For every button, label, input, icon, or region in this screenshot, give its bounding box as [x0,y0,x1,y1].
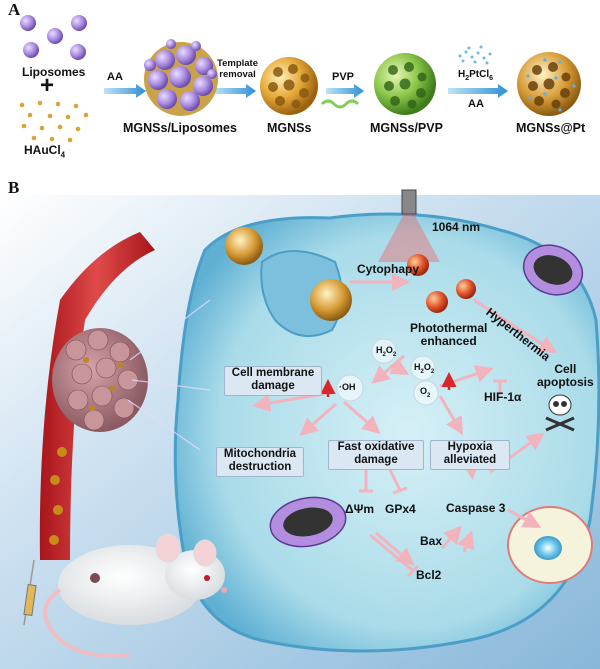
arrow-aa2-label: AA [468,98,484,110]
panel-b-letter: B [8,178,20,197]
heated-nanoparticles [407,254,476,313]
glow-lines [127,299,211,451]
oxygen-label: O2 [420,386,431,399]
h2ptcl6-dots [458,45,492,65]
plus-sign: + [40,72,55,99]
hif1a-label: HIF-1α [484,390,522,404]
laser-emitter-icon [378,189,440,262]
syringe-icon [23,559,37,626]
panel-a-graphics [19,15,581,143]
panel-a-letter: A [8,0,21,19]
bax-label: Bax [420,534,443,548]
mitochondrion-bottom-left-icon [269,496,347,548]
stage-mgnss-pvp-label: MGNSs/PVP [370,121,443,135]
panel-a-arrows [104,84,508,98]
gpx4-label: GPx4 [385,502,416,516]
mitochondrion-top-right-icon [522,244,584,296]
skull-icon [545,394,575,432]
mgnss-pvp-particle [374,53,436,115]
liposomes-label: Liposomes [22,65,86,79]
cytophagy-label: Cytophapy [357,262,420,276]
mgnss-pt-in-cell [225,227,352,321]
h2o2-label-right: H2O2 [414,362,435,375]
inhibition-lines [359,379,507,578]
mgnss-liposomes-particle [144,39,218,116]
mouse-icon [43,533,227,658]
arrow-pvp-label: PVP [332,71,355,83]
bcl2-label: Bcl2 [416,568,442,582]
tumor-mass [52,328,148,432]
liposome-spheres [20,15,87,60]
vessel-nanoparticles [49,447,67,545]
arrow-h2ptcl6-label: H2PtCl6 [458,69,494,82]
molecule-circles [336,338,439,406]
mgnss-particle [260,57,318,115]
red-increase-arrows [320,372,457,397]
stage-mgnss-pt-label: MGNSs@Pt [516,121,586,135]
laser-label: 1064 nm [432,220,481,234]
arrow-aa-label: AA [107,71,123,83]
blood-vessel [39,232,156,560]
stage-mgnss-liposomes-label: MGNSs/Liposomes [123,121,237,135]
stage-mgnss-label: MGNSs [267,121,312,135]
pvp-polymer-icon [320,99,360,109]
caspase3-label: Caspase 3 [446,501,506,515]
haucl4-dots [19,100,89,143]
delta-psi-m-label: ΔΨm [345,502,375,516]
haucl4-label: HAuCl4 [24,143,66,160]
mgnss-pt-particle [517,52,581,116]
h2o2-label-left: H2O2 [376,345,397,358]
hydroxyl-radical-label: ·OH [339,382,356,392]
